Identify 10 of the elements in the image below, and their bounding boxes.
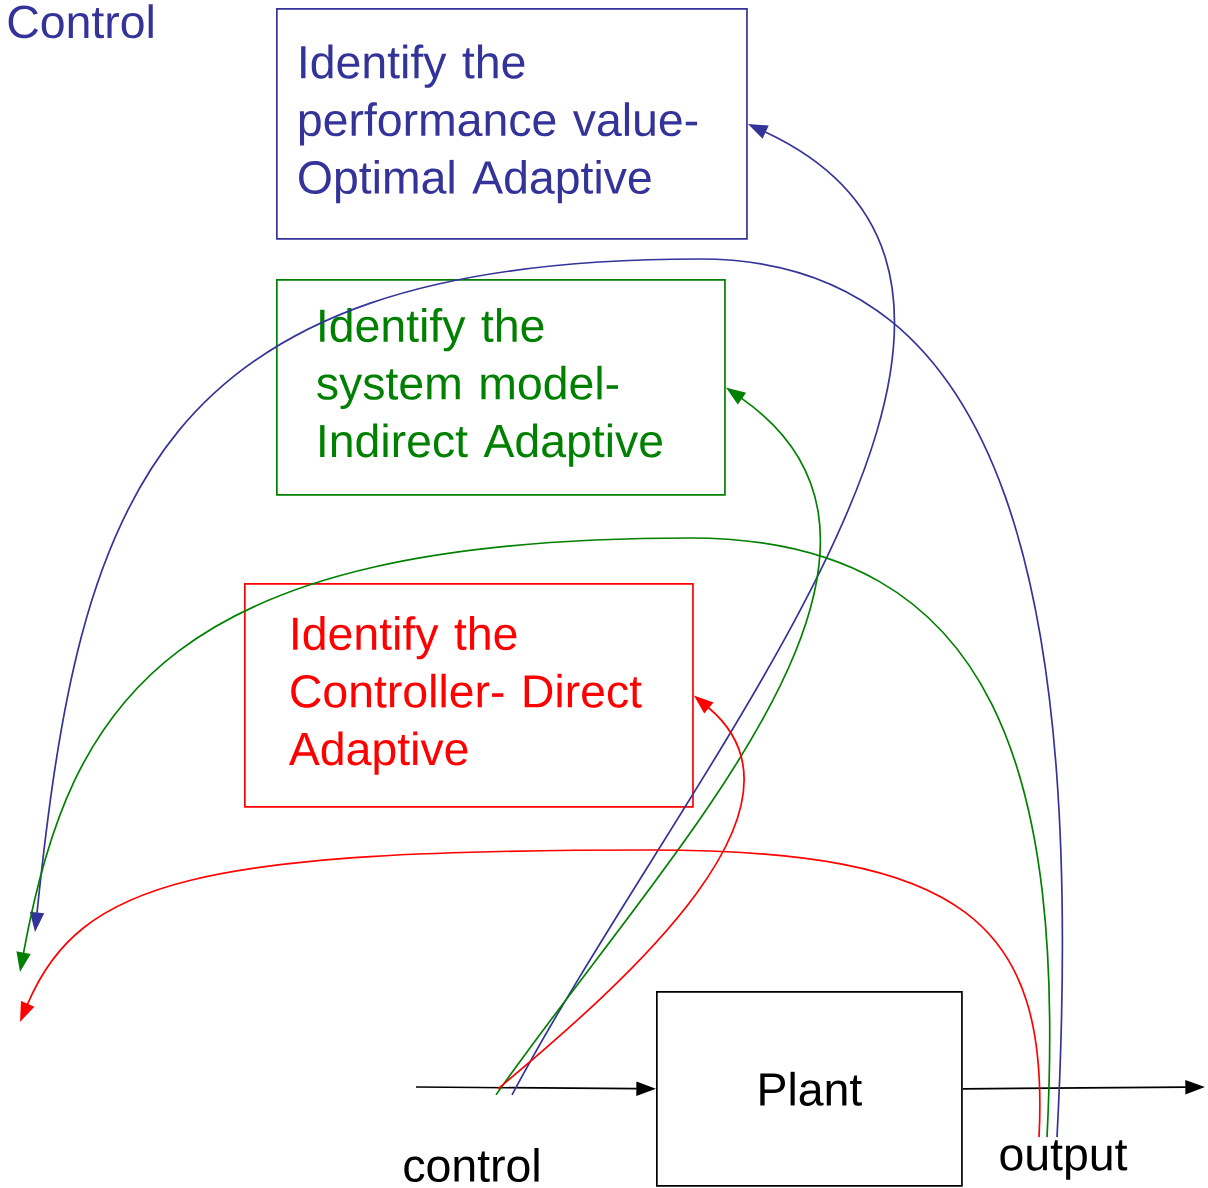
signal-label: output bbox=[1000, 1140, 1128, 1180]
heading-text: Control bbox=[8, 4, 153, 39]
process-box: Identify the system model- Indirect Adaptive bbox=[276, 279, 726, 496]
arrow bbox=[495, 387, 822, 1096]
process-box: Identify the Controller- Direct Adaptive bbox=[244, 583, 694, 808]
process-box: Identify the performance value- Optimal Adaptive bbox=[276, 8, 748, 240]
signal-label: control bbox=[404, 1147, 539, 1183]
arrow bbox=[20, 849, 1041, 1138]
plant-box: Plant bbox=[656, 991, 963, 1187]
arrow bbox=[16, 537, 1051, 1138]
